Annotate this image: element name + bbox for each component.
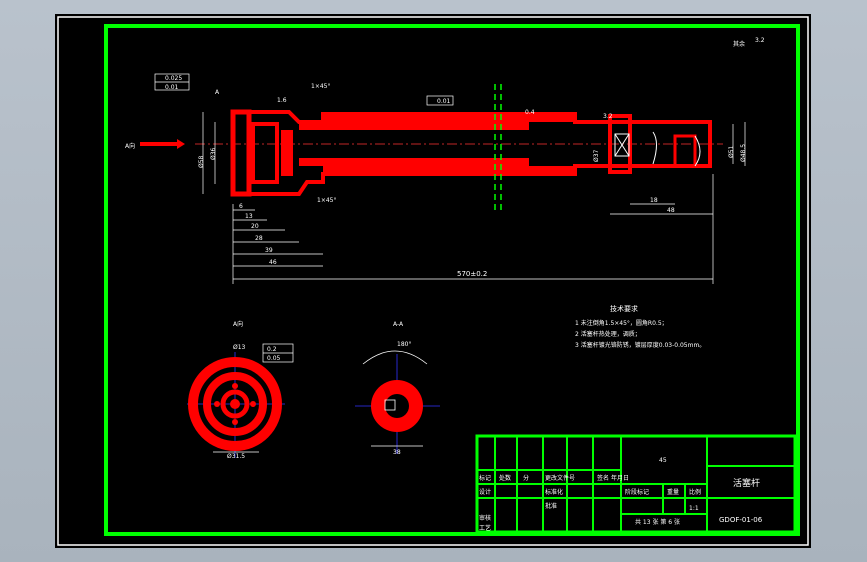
right-dim-1: Ø37 xyxy=(593,149,600,162)
roughness-16: 1.6 xyxy=(277,97,287,104)
dim-18: 18 xyxy=(650,197,658,204)
dim-46: 46 xyxy=(269,259,277,266)
view-a-label: A向 xyxy=(125,142,135,150)
roughness-top-suffix: 其余 xyxy=(733,40,745,48)
tb-row-label-0: 标记 xyxy=(479,474,491,482)
tol-runout: 0.01 xyxy=(165,84,179,91)
dim-13: 13 xyxy=(245,213,253,220)
drawing-viewport[interactable]: A向 570±0.2 48 18 6 13 20 28 39 46 1×45° xyxy=(55,14,811,548)
dia-bottom: Ø31.5 xyxy=(227,453,245,460)
dimension-texts: 570±0.2 48 18 6 13 20 28 39 46 1×45° 1×4… xyxy=(165,37,765,278)
left-dim-2: Ø36 xyxy=(210,147,217,160)
left-dim-1: Ø58 xyxy=(198,155,205,168)
right-dim-3: Ø48.5 xyxy=(740,144,747,162)
tb-process: 工艺 xyxy=(479,524,491,532)
roughness-04: 0.4 xyxy=(525,109,535,116)
tol-parallel: 0.025 xyxy=(165,75,182,82)
section-angle: 180° xyxy=(397,341,411,348)
tb-design: 设计 xyxy=(479,488,491,496)
dim-20: 20 xyxy=(251,223,259,230)
notes-line-3: 3 活塞杆镀光铬防锈，镀层厚度0.03-0.05mm。 xyxy=(575,341,705,349)
tb-row-label-2: 分 xyxy=(523,474,529,482)
datum-a: A xyxy=(215,89,220,96)
tb-scale-label: 比例 xyxy=(689,488,701,496)
technical-notes: 技术要求 1 未注倒角1.5×45°，圆角R0.5； 2 活塞杆热处理，调质； … xyxy=(575,304,705,349)
tol-circle-2: 0.05 xyxy=(267,355,281,362)
notes-line-2: 2 活塞杆热处理，调质； xyxy=(575,330,641,338)
dim-6: 6 xyxy=(239,203,243,210)
notes-line-1: 1 未注倒角1.5×45°，圆角R0.5； xyxy=(575,319,668,327)
tb-drawing-no: GDOF-01-06 xyxy=(719,516,763,524)
piston-rod-main-view xyxy=(230,84,712,214)
dim-total: 570±0.2 xyxy=(457,270,487,278)
dia-top: Ø13 xyxy=(233,344,246,351)
title-block: 45 活塞杆 GDOF-01-06 1:1 共 13 张 第 6 张 标记 处数… xyxy=(475,434,797,534)
tb-stage: 阶段标记 xyxy=(625,488,649,496)
tb-row-label-1: 处数 xyxy=(499,474,511,482)
view-a-arrow xyxy=(140,139,185,149)
section-a-a: A-A 180° 38 xyxy=(355,321,440,456)
tb-review: 审核 xyxy=(479,514,491,522)
dim-48: 48 xyxy=(667,207,675,214)
tb-material: 45 xyxy=(659,457,667,464)
tol-circle-1: 0.2 xyxy=(267,346,277,353)
tb-scale: 1:1 xyxy=(689,505,699,512)
tb-approve: 批准 xyxy=(545,502,557,510)
roughness-32: 3.2 xyxy=(603,113,613,120)
view-a-circle: A向 Ø31.5 Ø13 0.2 0.05 xyxy=(187,320,285,460)
dim-28: 28 xyxy=(255,235,263,242)
section-label: A-A xyxy=(393,321,404,328)
cad-drawing: A向 570±0.2 48 18 6 13 20 28 39 46 1×45° xyxy=(57,16,809,546)
view-a-top-label: A向 xyxy=(233,320,243,328)
dimension-lines xyxy=(154,73,746,363)
tb-part-name: 活塞杆 xyxy=(733,477,760,489)
tol-parallel-2: 0.01 xyxy=(437,98,451,105)
chamfer-top: 1×45° xyxy=(311,83,330,90)
chamfer-bottom: 1×45° xyxy=(317,197,336,204)
tb-row-label-5: 年月日 xyxy=(611,474,629,482)
tb-weight: 重量 xyxy=(667,488,679,496)
tb-sheet-info: 共 13 张 第 6 张 xyxy=(635,518,680,526)
tb-row-label-3: 更改文件号 xyxy=(545,474,575,482)
dim-39: 39 xyxy=(265,247,273,254)
tb-row-label-4: 签名 xyxy=(597,474,609,482)
right-dim-2: Ø51 xyxy=(728,145,735,158)
border-frame xyxy=(104,24,800,536)
roughness-top: 3.2 xyxy=(755,37,765,44)
section-dim: 38 xyxy=(393,449,401,456)
tb-standard: 标准化 xyxy=(545,488,563,496)
outer-frame xyxy=(57,16,809,546)
notes-title: 技术要求 xyxy=(610,304,638,313)
